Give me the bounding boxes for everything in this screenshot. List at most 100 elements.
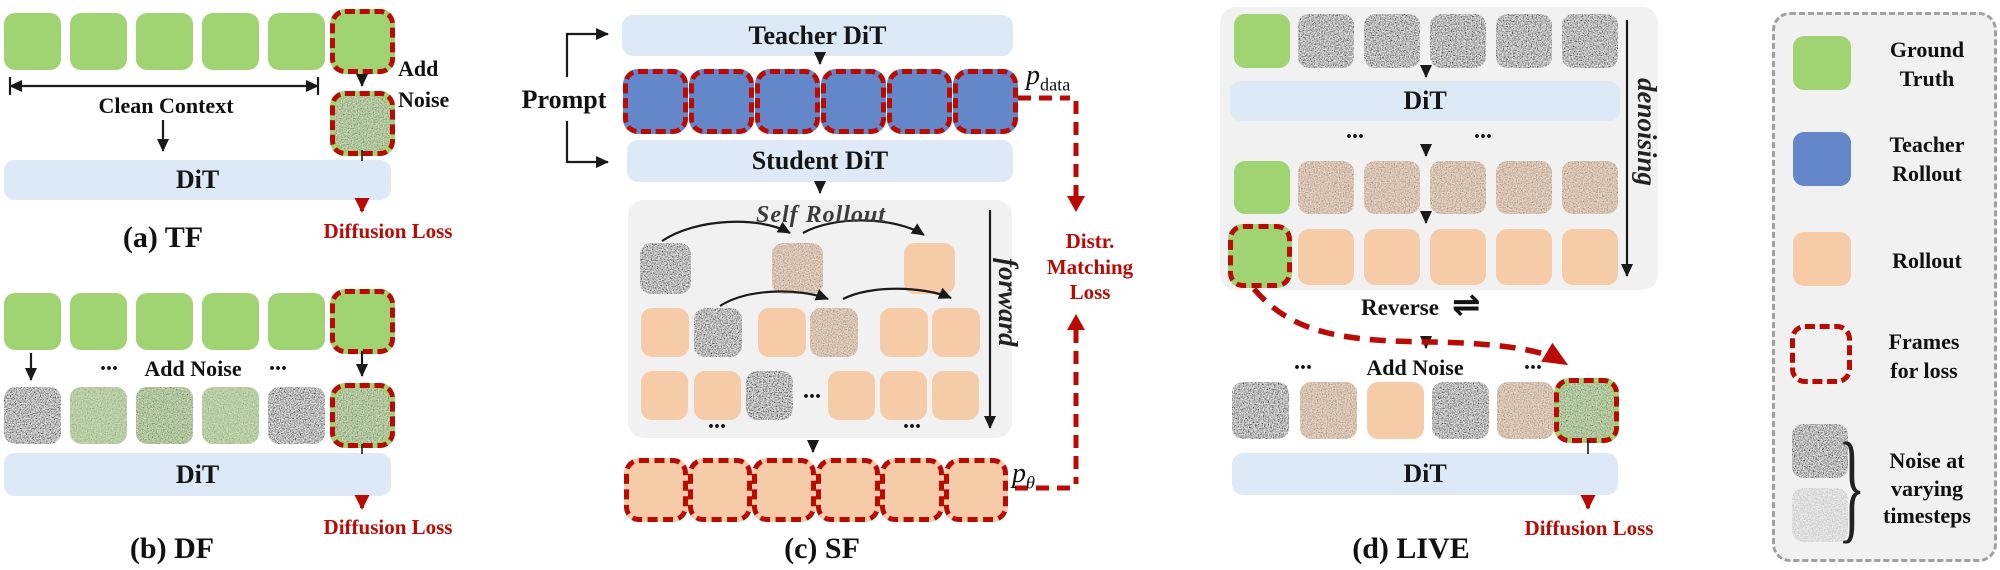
- rollout-noised-frame: [1496, 161, 1552, 214]
- noise-texture: [694, 308, 742, 357]
- rollout-loss-frame: [944, 458, 1008, 522]
- noise-texture: [772, 243, 823, 294]
- legend-ground-truth-swatch: [1793, 36, 1851, 90]
- noise-texture: [1232, 382, 1289, 439]
- dit-label-b: DiT: [175, 459, 220, 489]
- noised-frame: [136, 387, 193, 444]
- panel-b-caption: (b) DF: [129, 532, 215, 565]
- noise-texture: [1300, 382, 1357, 439]
- dit-bar-b: DiT: [4, 453, 391, 496]
- rollout-loss-frame: [816, 458, 880, 522]
- noise-texture: [136, 387, 193, 444]
- rollout-frame: [880, 308, 928, 357]
- loss-frame-noised: [330, 383, 395, 448]
- legend-dark-noise-swatch: [1792, 424, 1848, 478]
- dit-bar-a: DiT: [4, 160, 391, 200]
- rollout-noised-frame: [772, 243, 823, 294]
- distr-loss-arrowhead-down: [1067, 196, 1085, 212]
- dots-d-top-right: ...: [1474, 118, 1492, 144]
- rollout-frame: [904, 243, 955, 294]
- rollout-loss-frame: [880, 458, 944, 522]
- noise-frame: [1496, 14, 1552, 68]
- ground-truth-frame: [70, 13, 127, 70]
- noise-texture: [1792, 424, 1848, 478]
- dots-d-left: ...: [1294, 349, 1312, 375]
- noise-texture: [746, 371, 793, 420]
- ground-truth-frame: [202, 13, 259, 70]
- teacher-rollout-loss-frame: [755, 69, 820, 134]
- rollout-loss-frame: [752, 458, 816, 522]
- dots-d-right: ...: [1524, 349, 1542, 375]
- dit-bar-d-bottom: DiT: [1232, 453, 1618, 495]
- rollout-frame: [932, 371, 979, 420]
- panel-a-arrows: [8, 74, 368, 161]
- legend-teacher-rollout-label: Teacher Rollout: [1889, 132, 1965, 186]
- p-theta-label: pθ: [1012, 458, 1035, 494]
- noise-frame: [1430, 14, 1486, 68]
- noise-frame: [1432, 382, 1489, 439]
- rollout-noised-frame: [1300, 382, 1357, 439]
- noise-frame: [640, 243, 691, 294]
- noise-texture: [335, 96, 390, 151]
- prompt-to-student-arrow: [565, 121, 609, 168]
- ground-truth-frame: [1234, 161, 1290, 214]
- rollout-noised-frame: [1497, 382, 1554, 439]
- noise-texture: [1430, 161, 1486, 214]
- legend-frames-for-loss-swatch: [1790, 324, 1852, 384]
- student-dit-bar: Student DiT: [627, 140, 1013, 182]
- diffusion-loss-label-a: Diffusion Loss: [323, 219, 453, 243]
- panel-c-caption: (c) SF: [784, 532, 860, 565]
- diffusion-loss-label-b: Diffusion Loss: [323, 515, 453, 539]
- rollout-noised-frame: [1298, 161, 1354, 214]
- teacher-rollout-loss-frame: [623, 69, 688, 134]
- rollout-frame: [641, 371, 688, 420]
- noise-texture: [1364, 161, 1420, 214]
- ground-truth-frame: [268, 13, 325, 70]
- ground-truth-frame: [1234, 14, 1290, 68]
- noise-frame: [4, 387, 61, 444]
- noise-texture: [1792, 488, 1848, 542]
- legend-light-noise-swatch: [1792, 488, 1848, 542]
- legend-brace: }: [1838, 418, 1866, 555]
- noise-frame: [1562, 14, 1618, 68]
- rollout-frame: [932, 308, 980, 357]
- rollout-frame: [1430, 229, 1486, 285]
- rollout-loss-frame: [624, 458, 688, 522]
- rollout-frame: [1367, 382, 1424, 439]
- rollout-frame: [758, 308, 806, 357]
- noise-texture: [1430, 14, 1486, 68]
- p-data-label: pdata: [1026, 60, 1070, 96]
- add-noise-label-a: Add Noise: [398, 56, 450, 112]
- rollout-noised-frame: [1562, 161, 1618, 214]
- reverse-label: Reverse: [1361, 295, 1439, 320]
- p-symbol: p: [1026, 60, 1040, 91]
- noise-texture: [1298, 14, 1354, 68]
- loss-frame-noised: [330, 91, 395, 156]
- panel-a-caption: (a) TF: [122, 221, 204, 254]
- panel-d-caption: (d) LIVE: [1352, 532, 1470, 565]
- noise-texture: [4, 387, 61, 444]
- add-noise-label-d: Add Noise: [1366, 355, 1464, 380]
- noise-texture: [202, 387, 259, 444]
- rollout-frame: [1298, 229, 1354, 285]
- p-symbol: p: [1012, 458, 1026, 489]
- loss-frame-ground-truth: [1228, 224, 1292, 288]
- dots-c-bottom-left: ...: [708, 408, 726, 434]
- dots-b-left: ...: [100, 350, 118, 376]
- dit-label-a: DiT: [175, 165, 220, 194]
- noise-texture: [268, 387, 325, 444]
- legend-rollout-swatch: [1793, 232, 1851, 286]
- distr-matching-loss-label: Distr. Matching Loss: [1046, 229, 1134, 305]
- noise-texture: [1432, 382, 1489, 439]
- loss-frame-ground-truth: [330, 289, 395, 354]
- noise-texture: [1298, 161, 1354, 214]
- teacher-dit-bar: Teacher DiT: [622, 15, 1013, 56]
- teacher-dit-label: Teacher DiT: [748, 20, 887, 50]
- dots-c-mid: ...: [803, 378, 821, 404]
- teacher-rollout-loss-frame: [821, 69, 886, 134]
- dots-c-bottom-right: ...: [903, 408, 921, 434]
- noise-texture: [1562, 14, 1618, 68]
- forward-label: forward: [993, 258, 1023, 347]
- rollout-frame: [1496, 229, 1552, 285]
- dit-bar-d-top: DiT: [1230, 81, 1620, 121]
